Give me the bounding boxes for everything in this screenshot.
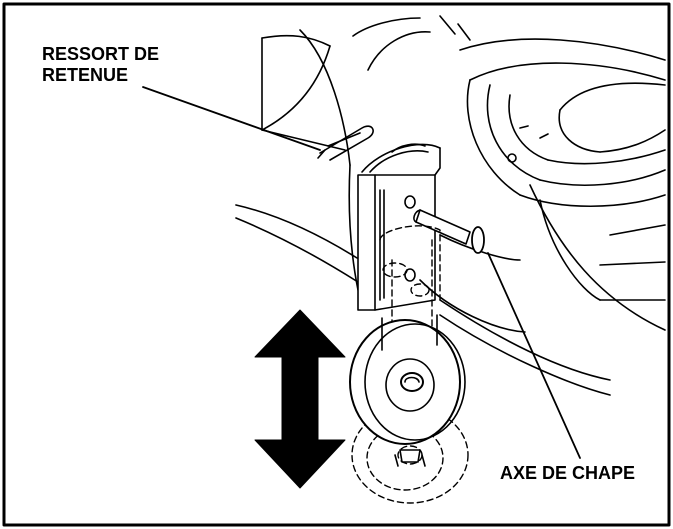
retaining-spring-label: RESSORT DE RETENUE: [42, 44, 159, 86]
double-arrow-vertical-icon: [254, 309, 346, 489]
wheel: [349, 314, 466, 445]
height-bracket: [357, 143, 441, 311]
retaining-spring: [317, 125, 374, 161]
retaining-spring-label-line1: RESSORT DE: [42, 44, 160, 64]
pin-leader-line: [487, 252, 581, 459]
clevis-pin: [413, 209, 485, 254]
spring-leader-line: [142, 86, 321, 151]
clevis-pin-label: AXE DE CHAPE: [500, 463, 636, 483]
lowered-axle: [394, 449, 426, 467]
retaining-spring-label-line2: RETENUE: [42, 65, 129, 85]
drive-housing: [459, 38, 666, 207]
